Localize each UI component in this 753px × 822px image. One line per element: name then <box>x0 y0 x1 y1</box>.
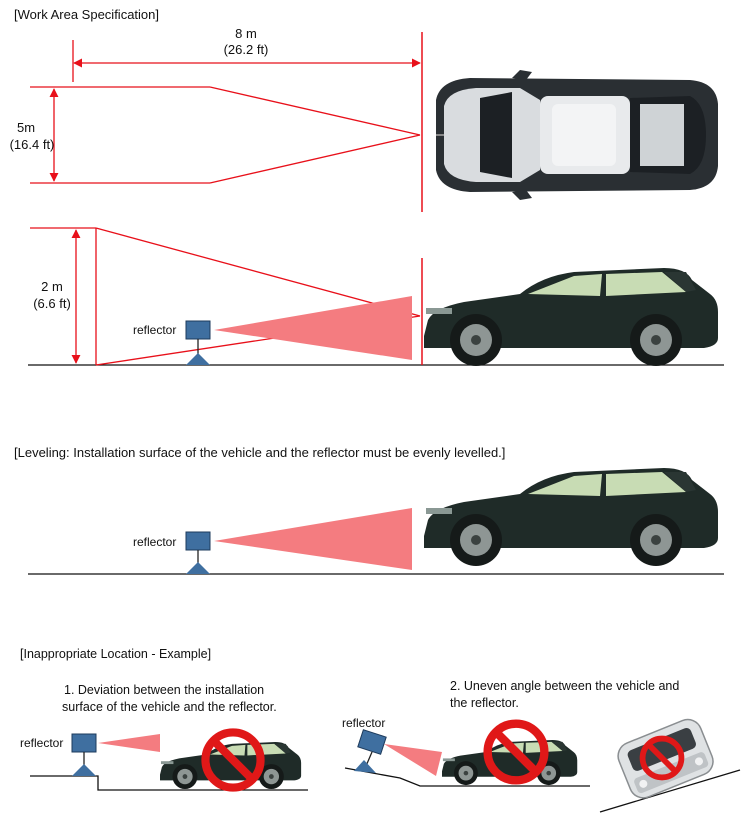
vehicle-ex1 <box>160 742 302 790</box>
height-m-label: 2 m <box>41 279 63 294</box>
radar-beam-1 <box>214 296 412 360</box>
reflector-box-1 <box>185 320 211 340</box>
reflector-box-ex1 <box>71 733 97 753</box>
inappropriate-title: [Inappropriate Location - Example] <box>20 647 211 661</box>
reflector-label-ex2: reflector <box>342 716 385 730</box>
depth-ft-label: (16.4 ft) <box>10 137 55 152</box>
leveling-title: [Leveling: Installation surface of the v… <box>14 445 505 460</box>
height-ft-label: (6.6 ft) <box>33 296 71 311</box>
reflector-label-2: reflector <box>133 535 176 549</box>
radar-beam-2 <box>214 508 412 570</box>
reflector-label-ex1: reflector <box>20 736 63 750</box>
reflector-base-1 <box>186 353 210 365</box>
area-taper-bottom <box>209 134 421 184</box>
radar-beam-ex2 <box>384 744 442 776</box>
ground-step-1 <box>30 775 308 791</box>
width-m-label: 8 m <box>235 26 257 41</box>
height-taper-top <box>95 227 421 317</box>
reflector-box-2 <box>185 531 211 551</box>
example2-line1: 2. Uneven angle between the vehicle and <box>450 679 679 693</box>
reflector-base-ex2 <box>354 760 376 773</box>
vehicle-top-view <box>436 70 718 200</box>
work-area-title: [Work Area Specification] <box>14 7 159 22</box>
reflector-base-ex1 <box>72 764 96 776</box>
depth-m-label: 5m <box>17 120 35 135</box>
example1-line2: surface of the vehicle and the reflector… <box>62 700 277 714</box>
example2-line2: the reflector. <box>450 696 519 710</box>
area-taper-top <box>209 86 421 136</box>
vehicle-side-view-2 <box>424 468 718 566</box>
example1-line1: 1. Deviation between the installation <box>64 683 264 697</box>
vehicle-side-view-1 <box>424 268 718 366</box>
reflector-base-2 <box>186 562 210 574</box>
radar-beam-ex1 <box>98 734 160 752</box>
slope-ground <box>599 769 741 813</box>
ground-slope-ex2 <box>344 767 590 787</box>
width-ft-label: (26.2 ft) <box>224 42 269 57</box>
reflector-box-ex2 <box>357 729 387 755</box>
reflector-label-1: reflector <box>133 323 176 337</box>
